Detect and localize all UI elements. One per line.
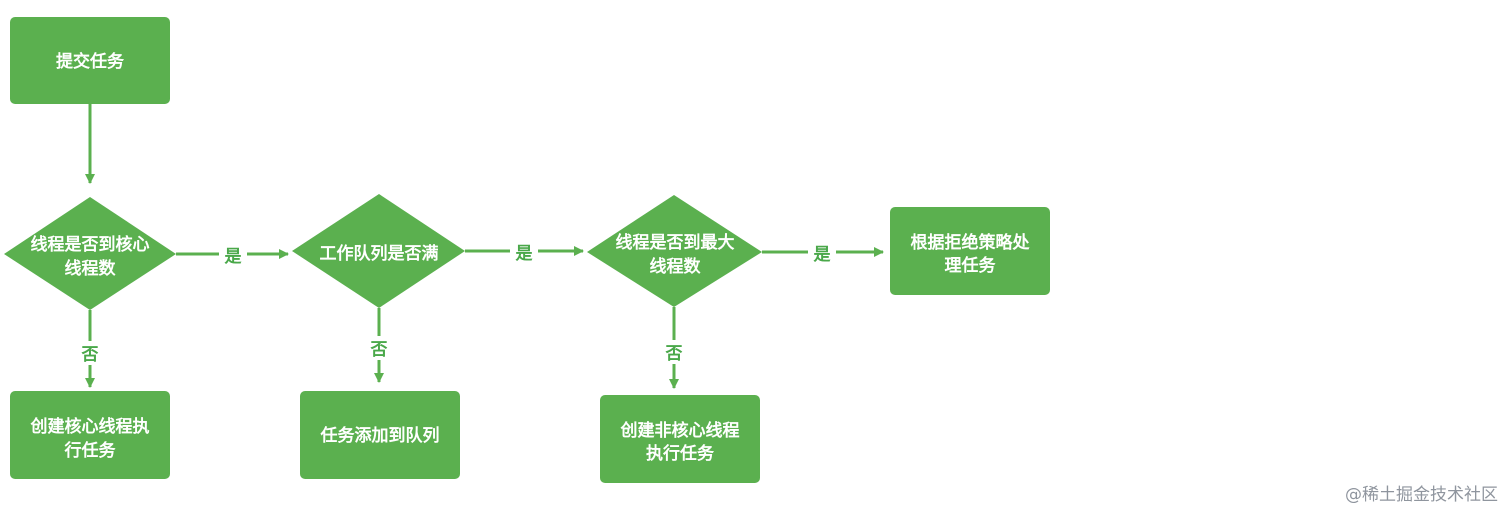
node-max-check-label-line2: 线程数 bbox=[650, 256, 702, 277]
node-queue-check: 工作队列是否满 bbox=[292, 194, 465, 308]
no-label-3: 否 bbox=[665, 344, 683, 364]
node-reject: 根据拒绝策略处 理任务 bbox=[890, 207, 1050, 295]
watermark: @稀土掘金技术社区 bbox=[1345, 485, 1498, 505]
edge-labels: 是 是 是 否 否 否 bbox=[76, 240, 836, 365]
yes-label-3: 是 bbox=[814, 245, 831, 265]
node-reject-label-line1: 根据拒绝策略处 bbox=[911, 232, 1031, 253]
node-core-check-label-line1: 线程是否到核心 bbox=[31, 234, 150, 255]
node-create-noncore-label-line2: 执行任务 bbox=[646, 443, 715, 464]
node-create-core-label-line1: 创建核心线程执 bbox=[30, 416, 150, 437]
no-label-2: 否 bbox=[370, 340, 388, 360]
edges bbox=[85, 104, 884, 389]
node-add-queue-label: 任务添加到队列 bbox=[320, 425, 440, 446]
yes-label-1: 是 bbox=[225, 247, 242, 267]
node-max-check: 线程是否到最大 线程数 bbox=[587, 195, 762, 307]
node-max-check-label-line1: 线程是否到最大 bbox=[616, 232, 735, 253]
node-core-check-label-line2: 线程数 bbox=[65, 258, 117, 279]
node-core-check: 线程是否到核心 线程数 bbox=[4, 197, 176, 310]
node-queue-check-label: 工作队列是否满 bbox=[320, 243, 439, 264]
yes-label-2: 是 bbox=[516, 244, 533, 264]
node-create-core: 创建核心线程执 行任务 bbox=[10, 391, 170, 479]
no-label-1: 否 bbox=[81, 345, 99, 365]
node-create-noncore: 创建非核心线程 执行任务 bbox=[600, 395, 760, 483]
node-create-noncore-label-line1: 创建非核心线程 bbox=[620, 420, 740, 441]
node-reject-label-line2: 理任务 bbox=[945, 255, 997, 276]
node-create-core-label-line2: 行任务 bbox=[64, 440, 117, 461]
node-submit-label: 提交任务 bbox=[56, 51, 125, 72]
node-add-queue: 任务添加到队列 bbox=[300, 391, 460, 479]
node-submit: 提交任务 bbox=[10, 17, 170, 104]
